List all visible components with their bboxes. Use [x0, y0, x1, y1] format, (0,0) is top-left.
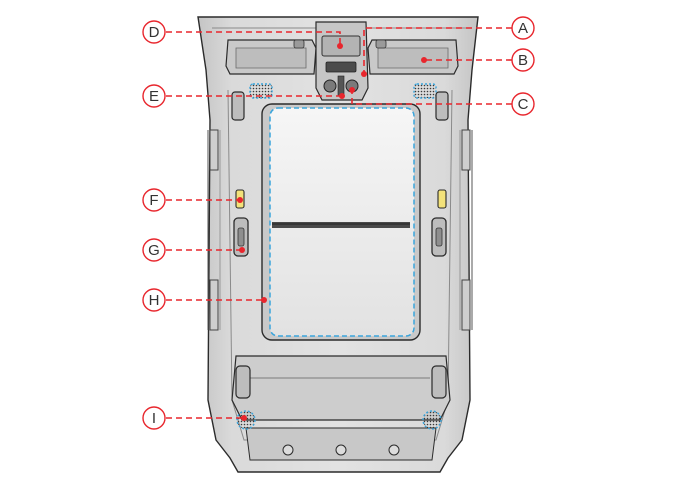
- rear-speaker-right: [422, 410, 442, 430]
- callout-g: G: [142, 238, 166, 262]
- callout-i: I: [142, 406, 166, 430]
- rear-headliner-section: [231, 355, 451, 461]
- callout-b: B: [511, 48, 535, 72]
- leader-endpoints: [237, 43, 427, 421]
- endpoint-g: [239, 247, 245, 253]
- svg-text:E: E: [149, 88, 159, 105]
- sun-visor-right: [367, 39, 459, 75]
- svg-text:B: B: [518, 52, 528, 69]
- microphone-left: [249, 83, 273, 99]
- grab-handle-front-right: [435, 91, 449, 121]
- grab-handle-front-left: [231, 91, 245, 121]
- svg-text:G: G: [148, 242, 160, 259]
- svg-text:H: H: [149, 292, 160, 309]
- callout-h: H: [142, 288, 166, 312]
- svg-text:I: I: [152, 410, 156, 427]
- callout-c: C: [511, 92, 535, 116]
- endpoint-b: [421, 57, 427, 63]
- grab-handle-rear-left: [233, 217, 249, 257]
- leader-d: [166, 31, 341, 46]
- microphone-right: [413, 83, 437, 99]
- svg-text:A: A: [518, 20, 528, 37]
- svg-text:F: F: [149, 192, 158, 209]
- svg-text:C: C: [518, 96, 529, 113]
- endpoint-f: [237, 197, 243, 203]
- callout-a: A: [511, 16, 535, 40]
- endpoint-a: [361, 71, 367, 77]
- grab-handle-rear-right: [431, 217, 447, 257]
- endpoint-h: [261, 297, 267, 303]
- callout-e: E: [142, 84, 166, 108]
- endpoint-i: [241, 415, 247, 421]
- side-lamp-right: [437, 189, 447, 209]
- endpoint-d: [337, 43, 343, 49]
- overhead-console: [315, 21, 369, 101]
- sun-visor-left: [225, 39, 317, 75]
- endpoint-c: [349, 87, 355, 93]
- callout-d: D: [142, 20, 166, 44]
- leader-lines: [166, 27, 512, 419]
- callout-f: F: [142, 188, 166, 212]
- endpoint-e: [339, 93, 345, 99]
- leader-c: [351, 90, 512, 105]
- panoramic-sunroof: [261, 103, 421, 341]
- svg-text:D: D: [149, 24, 160, 41]
